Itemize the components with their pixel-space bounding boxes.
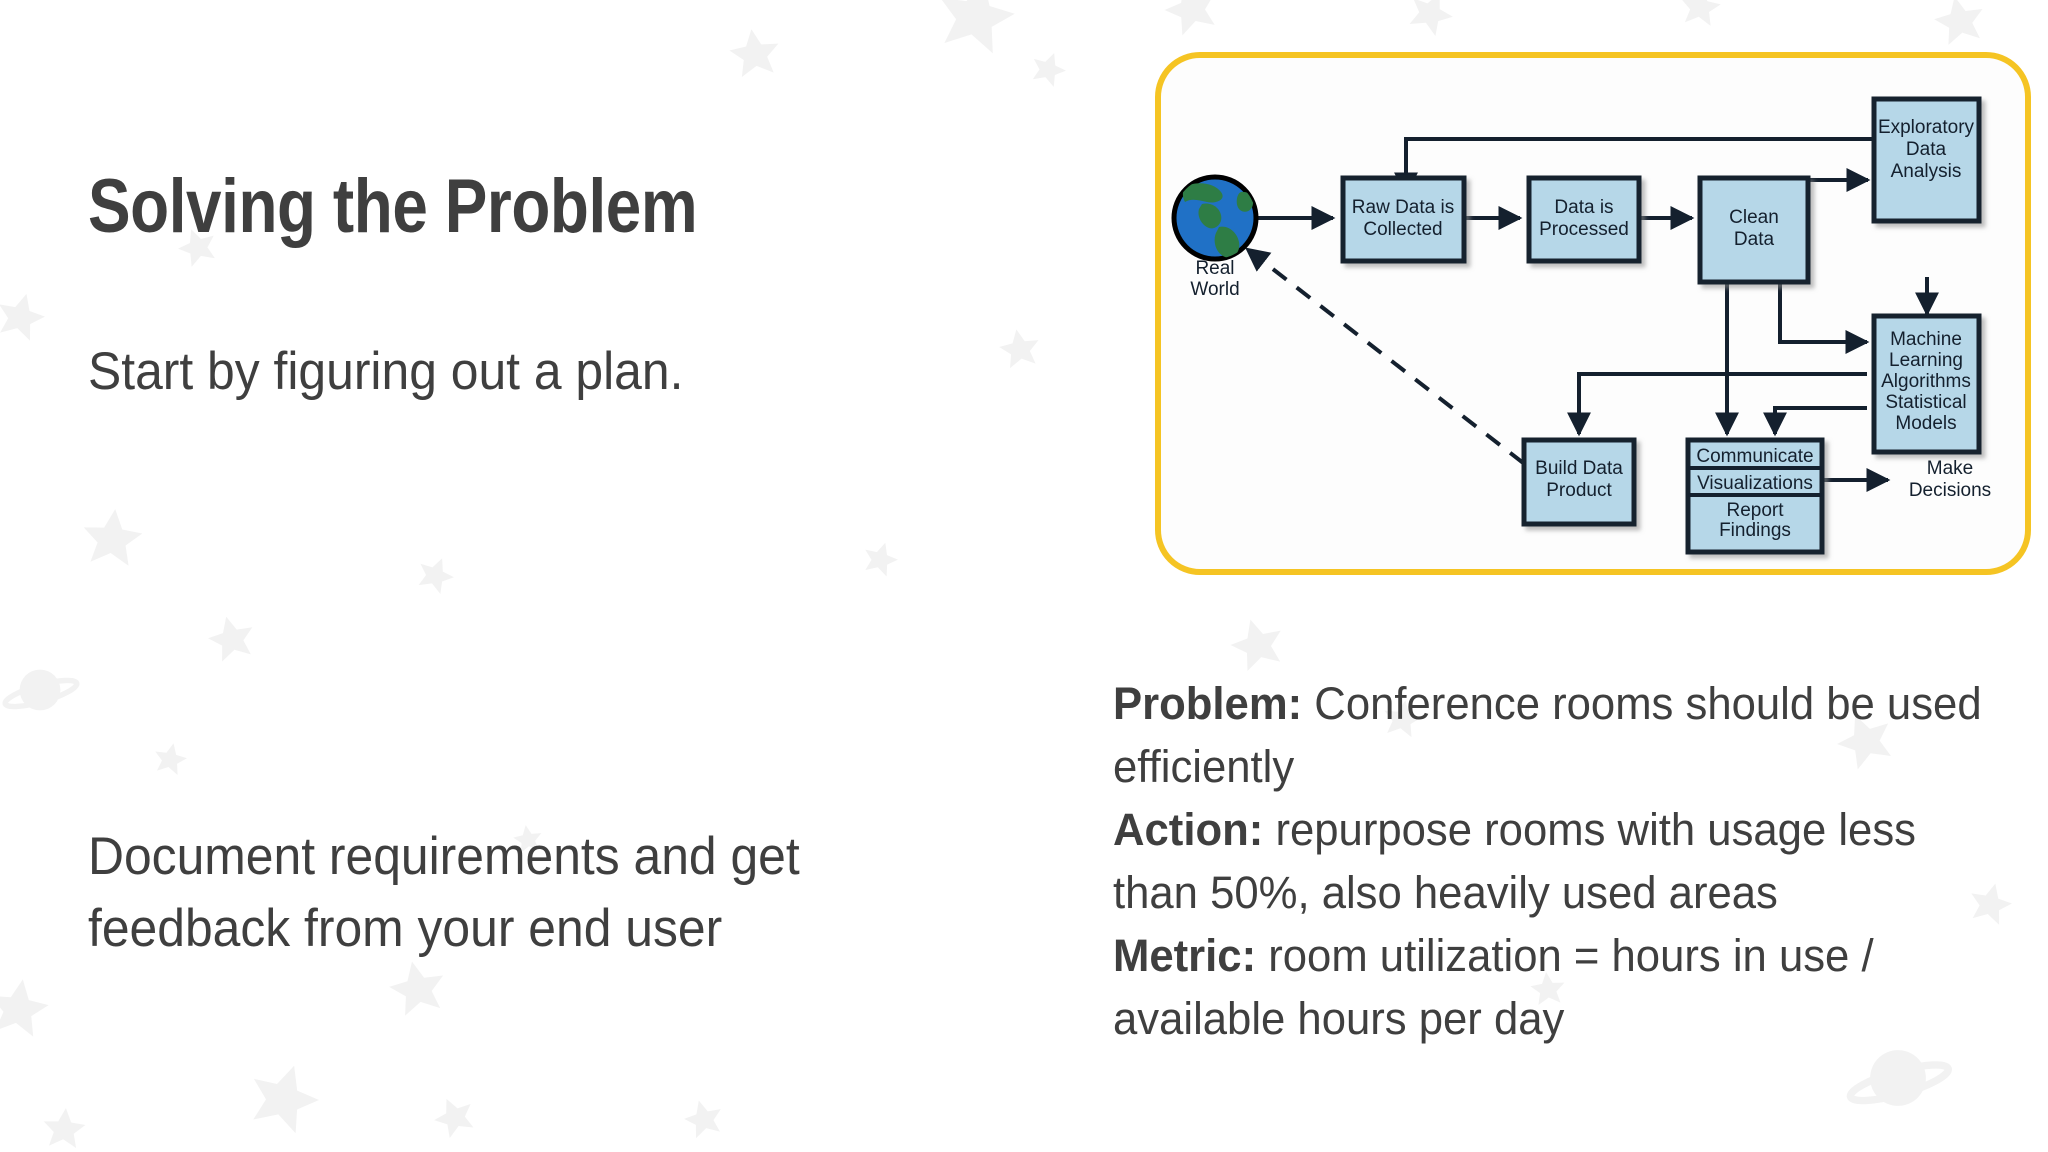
action-text: repurpose rooms with usage less than 50%… [1113,804,1916,918]
make-decisions-line1: Make [1927,458,1973,479]
slide-subtitle: Start by figuring out a plan. [88,342,684,401]
globe-icon [1171,174,1259,262]
node-eda: Exploratory Data Analysis [1871,96,1982,224]
problem-action-metric-block: Problem: Conference rooms should be used… [1113,672,2005,1050]
svg-text:Clean: Clean [1729,207,1779,228]
metric-label: Metric: [1113,930,1257,981]
svg-text:Raw Data is: Raw Data is [1352,197,1454,218]
node-findings-label: Findings [1719,520,1791,541]
svg-text:Product: Product [1546,480,1612,501]
globe-label-line1: Real [1195,258,1234,279]
svg-text:Models: Models [1895,413,1956,434]
svg-text:Algorithms: Algorithms [1881,371,1971,392]
node-raw-data: Raw Data is Collected [1340,175,1467,264]
action-label: Action: [1113,804,1264,855]
make-decisions-line2: Decisions [1909,480,1991,501]
svg-text:Data: Data [1734,229,1775,250]
problem-line: Problem: Conference rooms should be used… [1113,672,2005,798]
action-line: Action: repurpose rooms with usage less … [1113,798,2005,924]
edge-clean-to-ml [1778,282,1870,354]
globe-label-line2: World [1190,279,1239,300]
svg-text:Statistical: Statistical [1885,392,1966,413]
svg-text:Learning: Learning [1889,350,1963,371]
edge-ml-to-report [1763,406,1867,437]
metric-text: room utilization = hours in use / availa… [1113,930,1874,1044]
node-communicate-stack: Communicate Visualizations Report Findin… [1685,437,1825,555]
node-data-processed: Data is Processed [1526,175,1642,264]
svg-text:Build Data: Build Data [1535,458,1623,479]
svg-text:Processed: Processed [1539,219,1629,240]
body-paragraph: Document requirements and get feedback f… [88,827,800,959]
problem-label: Problem: [1113,678,1303,729]
problem-text: Conference rooms should be used efficien… [1113,678,1982,792]
node-ml: Machine Learning Algorithms Statistical … [1871,313,1982,455]
metric-line: Metric: room utilization = hours in use … [1113,924,2005,1050]
node-communicate-label: Communicate [1696,446,1813,467]
svg-text:Machine: Machine [1890,329,1962,350]
svg-text:Data: Data [1906,139,1947,160]
svg-text:Analysis: Analysis [1891,161,1962,182]
edge-ml-to-build [1567,372,1867,437]
svg-text:Data is: Data is [1554,197,1613,218]
page-title: Solving the Problem [88,163,698,249]
left-content-column: Solving the Problem Start by figuring ou… [88,0,988,1152]
node-build-data-product: Build Data Product [1521,437,1637,527]
edge-build-to-realworld-dashed [1245,247,1573,502]
svg-text:Collected: Collected [1363,219,1442,240]
node-clean-data: Clean Data [1697,175,1811,285]
node-report-label: Report [1726,500,1784,521]
node-visualizations-label: Visualizations [1697,473,1813,494]
svg-text:Exploratory: Exploratory [1878,117,1975,138]
data-science-process-diagram: Real World Raw Data is Collected Data is… [1155,52,2031,575]
